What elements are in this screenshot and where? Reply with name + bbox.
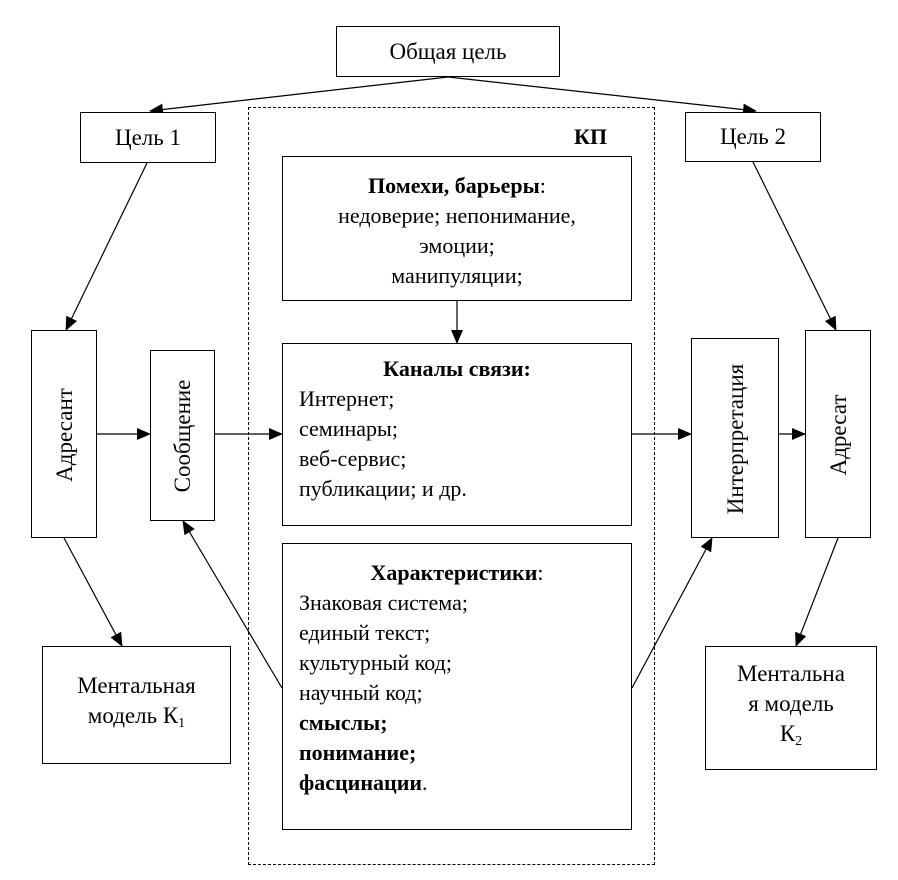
- common-goal-label: Общая цель: [389, 38, 507, 64]
- characteristics-line-4: научный код;: [299, 680, 423, 705]
- channels-box: Каналы связи: Интернет; семинары; веб-се…: [282, 343, 632, 526]
- interpretation-box: Интерпретация: [691, 338, 779, 538]
- arrow-recipient-to-model2: [795, 537, 839, 647]
- characteristics-line-2: единый текст;: [299, 620, 431, 645]
- channels-line-4: публикации; и др.: [299, 476, 467, 501]
- mental-model-1-sub: 1: [178, 716, 186, 731]
- barriers-line-2: эмоции;: [419, 233, 495, 258]
- message-box: Сообщение: [150, 350, 215, 521]
- barriers-line-3: манипуляции;: [391, 263, 523, 288]
- characteristics-bold-2: понимание;: [299, 740, 417, 765]
- characteristics-title-line: Характеристики:: [283, 558, 631, 588]
- kp-region: [248, 107, 655, 865]
- characteristics-line-1: Знаковая система;: [299, 590, 468, 615]
- barriers-box: Помехи, барьеры: недоверие; непонимание,…: [282, 156, 632, 301]
- arrow-goal1-to-sender: [65, 162, 148, 331]
- mental-model-1-line-2-wrap: модель К1: [77, 701, 195, 739]
- recipient-label: Адресат: [826, 394, 851, 476]
- mental-model-2-line-3-wrap: К2: [737, 719, 845, 757]
- sender-label: Адресант: [52, 388, 77, 482]
- sender-box: Адресант: [31, 330, 97, 538]
- message-label: Сообщение: [170, 379, 195, 493]
- barriers-title-line: Помехи, барьеры:: [283, 171, 631, 201]
- goal-2-label: Цель 2: [719, 124, 787, 149]
- mental-model-1-line-1: Ментальная: [77, 673, 196, 698]
- characteristics-bold-3: фасцинации: [299, 770, 423, 795]
- arrow-sender-to-model1: [63, 537, 123, 647]
- goal-1-box: Цель 1: [80, 112, 216, 163]
- arrow-characteristics-to-message: [182, 520, 283, 689]
- mental-model-2-sub: 2: [795, 734, 803, 749]
- channels-line-2: семинары;: [299, 416, 398, 441]
- mental-model-2-box: Ментальна я модель К2: [705, 646, 877, 770]
- characteristics-last-tail: .: [422, 770, 428, 795]
- characteristics-last-line: фасцинации.: [299, 768, 631, 798]
- recipient-box: Адресат: [805, 330, 871, 538]
- characteristics-box: Характеристики: Знаковая система; единый…: [282, 543, 632, 830]
- mental-model-2-line-3: К: [779, 721, 796, 746]
- characteristics-bold-1: смыслы;: [299, 710, 388, 735]
- goal-2-box: Цель 2: [685, 112, 821, 162]
- arrow-characteristics-to-interpretation: [631, 537, 713, 689]
- characteristics-title: Характеристики: [370, 560, 538, 585]
- arrow-top-to-goal2: [447, 76, 757, 116]
- barriers-line-1: недоверие; непонимание,: [338, 203, 576, 228]
- channels-line-1: Интернет;: [299, 386, 395, 411]
- mental-model-1-box: Ментальная модель К1: [42, 646, 231, 764]
- kp-label: КП: [574, 124, 608, 149]
- interpretation-label: Интерпретация: [723, 363, 748, 515]
- arrow-goal2-to-recipient: [752, 161, 837, 331]
- characteristics-line-3: культурный код;: [299, 650, 452, 675]
- common-goal-box: Общая цель: [336, 26, 560, 77]
- barriers-colon: :: [539, 173, 546, 198]
- mental-model-2-line-2: я модель: [748, 691, 834, 716]
- channels-title: Каналы связи:: [383, 356, 531, 381]
- arrow-top-to-goal1: [149, 76, 449, 116]
- mental-model-1-line-2: модель К: [87, 703, 179, 728]
- mental-model-2-line-1: Ментальна: [737, 661, 845, 686]
- characteristics-colon: :: [537, 560, 544, 585]
- barriers-title: Помехи, барьеры: [368, 173, 540, 198]
- channels-line-3: веб-сервис;: [299, 446, 407, 471]
- goal-1-label: Цель 1: [114, 124, 182, 150]
